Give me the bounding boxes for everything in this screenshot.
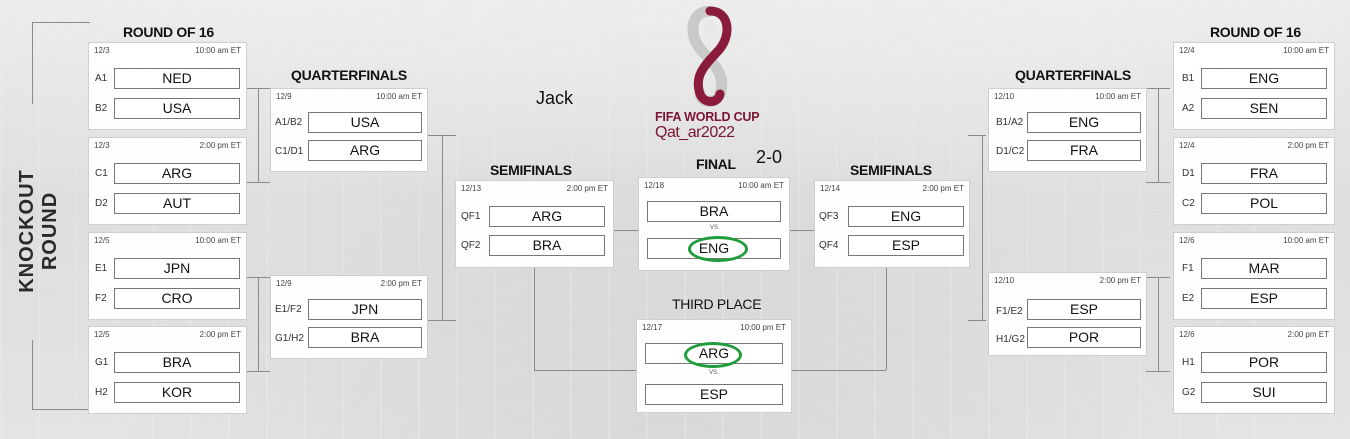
knockout-round-title: KNOCKOUT ROUND xyxy=(16,169,61,293)
logo-line-1: FIFA WORLD CUP xyxy=(655,110,760,124)
team-slot[interactable]: ENG xyxy=(848,206,964,227)
team-slot[interactable]: ARG xyxy=(308,140,422,161)
team-slot[interactable]: BRA xyxy=(308,327,422,348)
heading-semifinals-right: SEMIFINALS xyxy=(850,162,932,178)
team-slot[interactable]: JPN xyxy=(308,299,422,320)
team-slot[interactable]: ARG xyxy=(114,163,240,184)
team-slot[interactable]: MAR xyxy=(1201,258,1327,279)
team-slot[interactable]: SUI xyxy=(1201,382,1327,403)
heading-round-of-16-left: ROUND OF 16 xyxy=(123,24,214,40)
team-slot[interactable]: JPN xyxy=(114,258,240,279)
team-slot[interactable]: CRO xyxy=(114,288,240,309)
team-slot[interactable]: SEN xyxy=(1201,98,1327,119)
team-slot[interactable]: ENG xyxy=(1027,112,1141,133)
title-line-bottom xyxy=(32,340,33,410)
heading-third-place: THIRD PLACE xyxy=(672,296,762,312)
logo-line-2: Qat_ar2022 xyxy=(655,124,735,141)
team-slot[interactable]: FRA xyxy=(1201,163,1327,184)
note-name: Jack xyxy=(536,88,574,108)
heading-quarterfinals-left: QUARTERFINALS xyxy=(291,67,407,83)
heading-final: FINAL xyxy=(696,156,736,172)
team-slot[interactable]: USA xyxy=(308,112,422,133)
team-slot[interactable]: ARG xyxy=(489,206,605,227)
team-slot[interactable]: ESP xyxy=(848,235,964,256)
team-slot[interactable]: USA xyxy=(114,98,240,119)
winner-highlight-circle xyxy=(688,236,748,262)
team-slot[interactable]: ESP xyxy=(1027,299,1141,320)
heading-semifinals-left: SEMIFINALS xyxy=(490,162,572,178)
team-slot[interactable]: AUT xyxy=(114,193,240,214)
team-slot[interactable]: BRA xyxy=(114,352,240,373)
title-line-top-cap xyxy=(32,22,90,23)
title-line-bottom-cap xyxy=(32,409,90,410)
team-slot[interactable]: POL xyxy=(1201,193,1327,214)
heading-round-of-16-right: ROUND OF 16 xyxy=(1210,24,1301,40)
team-slot[interactable]: NED xyxy=(114,68,240,89)
note-score: 2-0 xyxy=(756,147,783,167)
team-slot[interactable]: ESP xyxy=(645,384,783,405)
winner-highlight-circle xyxy=(684,342,742,368)
team-slot[interactable]: FRA xyxy=(1027,140,1141,161)
world-cup-logo-icon xyxy=(687,6,732,107)
team-slot[interactable]: ESP xyxy=(1201,288,1327,309)
team-slot[interactable]: POR xyxy=(1201,352,1327,373)
title-line-top xyxy=(32,22,33,104)
team-slot[interactable]: POR xyxy=(1027,327,1141,348)
heading-quarterfinals-right: QUARTERFINALS xyxy=(1015,67,1131,83)
team-slot[interactable]: BRA xyxy=(489,235,605,256)
team-slot[interactable]: ENG xyxy=(1201,68,1327,89)
team-slot[interactable]: BRA xyxy=(647,201,781,222)
team-slot[interactable]: KOR xyxy=(114,382,240,403)
